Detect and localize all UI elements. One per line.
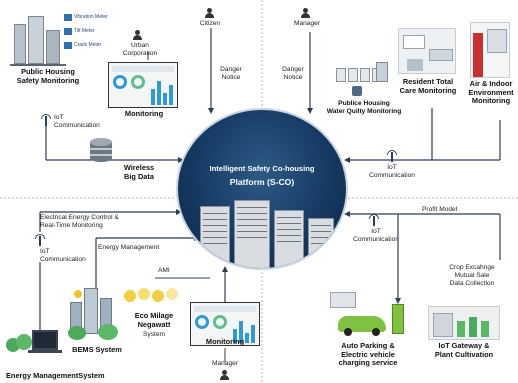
light-bulbs-icon: [124, 286, 188, 308]
wireless-antenna-icon: [40, 114, 52, 126]
auto-parking-label: Auto Parking & Electric vehicle charging…: [338, 341, 398, 368]
apartment-building: [308, 218, 334, 268]
manager-person-icon-bottom: [219, 370, 231, 380]
manager-label-top: Manager: [293, 20, 321, 27]
apartment-building: [274, 210, 304, 268]
energy-management-system-image: [6, 326, 62, 368]
iot-gateway-label: IoT Gateway & Plant Cultivation: [434, 341, 494, 359]
platform-title-line1: Intelligent Safety Co-housing: [209, 164, 315, 173]
water-quality-monitoring-label: Publice Housing Water Quilty Monitoring: [326, 100, 402, 115]
electrical-energy-label: Electrical Energy Control & Real-Time Mo…: [40, 214, 119, 229]
public-housing-safety-label: Public Housing Safety Monitoring: [16, 67, 80, 85]
manager-label-bottom: Manager: [211, 360, 239, 367]
wireless-antenna-icon-bl: [34, 234, 46, 246]
manager-person-icon-top: [300, 8, 312, 18]
monitoring-screen-top: [108, 62, 178, 108]
bems-buildings-image: [68, 284, 124, 344]
ami-label: AMI: [158, 267, 170, 274]
citizen-label: Citizen: [199, 20, 221, 27]
resident-care-label: Resident Total Care Monitoring: [399, 77, 457, 95]
air-indoor-room-image: [470, 22, 510, 78]
monitoring-screen-bottom: [190, 302, 260, 346]
energy-management-label: Energy Management: [98, 244, 160, 251]
sensor-label: Crack Meter: [74, 42, 102, 48]
profit-model-label: Profit Model: [422, 206, 458, 213]
iot-communication-label-tl: IoT Communication: [54, 114, 100, 129]
sensor-label: Vibration Meter: [74, 14, 108, 20]
system-label: System: [143, 331, 165, 338]
plant-cultivation-image: [428, 306, 500, 340]
monitoring-label-bottom: Monitoring: [205, 337, 245, 346]
public-housing-building-icon: [10, 14, 66, 66]
energy-management-system-label: Energy ManagementSystem: [6, 371, 105, 380]
air-indoor-label: Air & Indoor Environment Monitoring: [468, 79, 514, 106]
vibration-meter-icon: [64, 14, 72, 21]
iot-communication-label-bl: IoT Communication: [40, 248, 86, 263]
ev-charging-image: [330, 292, 410, 340]
sensor-label: Tilt Meter: [74, 28, 95, 34]
database-icon: [90, 138, 112, 164]
platform-title-line2: Platform (S-CO): [229, 177, 295, 187]
resident-care-room-image: [398, 28, 456, 74]
apartment-building: [234, 200, 270, 268]
platform-circle: Intelligent Safety Co-housing Platform (…: [176, 108, 348, 270]
wireless-antenna-icon-br: [368, 214, 380, 226]
bems-system-label: BEMS System: [72, 345, 122, 354]
danger-notice-label-left: Danger Notice: [220, 66, 242, 81]
eco-milage-label: Eco Milage Negawatt: [134, 311, 174, 329]
crack-meter-icon: [64, 42, 72, 49]
apartment-building: [200, 206, 230, 268]
iot-communication-label-tr: IoT Communication: [369, 164, 415, 179]
citizen-person-icon: [204, 8, 216, 18]
monitoring-label-top: Monitoring: [124, 109, 164, 118]
danger-notice-label-right: Danger Notice: [282, 66, 304, 81]
urban-corporation-label: Urban Corporation: [122, 42, 158, 57]
wireless-big-data-label: Wireless Big Data: [123, 163, 155, 181]
water-quality-devices-image: [336, 62, 394, 100]
wireless-antenna-icon-tr: [386, 150, 398, 162]
tilt-meter-icon: [64, 28, 72, 35]
sensor-panel: Vibration Meter Tilt Meter Crack Meter: [64, 14, 112, 56]
crop-exchange-label: Crop Excahnge Mutual Sale Data Collectio…: [449, 264, 495, 287]
urban-corporation-person-icon: [132, 30, 144, 40]
iot-communication-label-br: IoT Communication: [353, 228, 399, 243]
